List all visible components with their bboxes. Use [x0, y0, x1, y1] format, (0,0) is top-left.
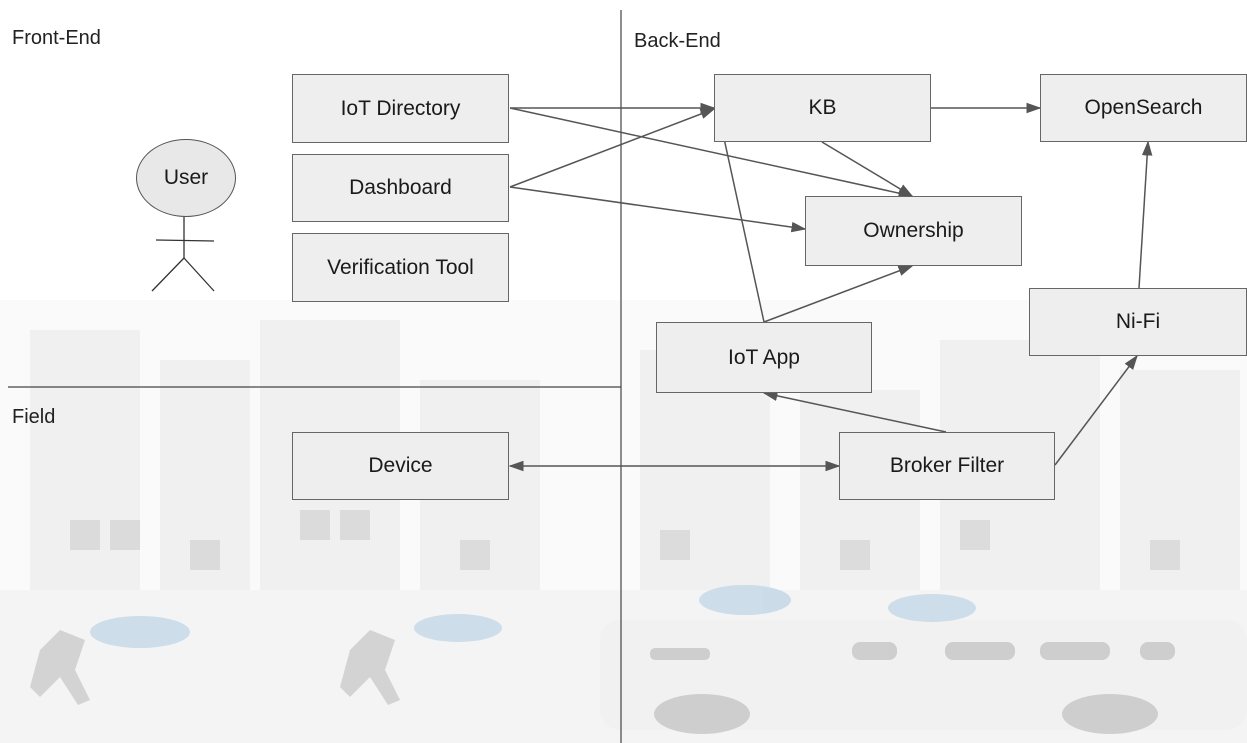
node-device: Device [292, 432, 509, 500]
section-label-back-end: Back-End [634, 30, 721, 52]
user-stick-figure [151, 217, 215, 292]
edge-ni-fi-to-opensearch [1138, 140, 1153, 289]
node-opensearch: OpenSearch [1040, 74, 1247, 142]
edge-dashboard-to-ownership [509, 186, 807, 233]
node-verification-tool: Verification Tool [292, 233, 509, 302]
node-iot-directory: IoT Directory [292, 74, 509, 143]
node-broker-filter: Broker Filter [839, 432, 1055, 500]
edge-iot-app-to-ownership [763, 265, 914, 323]
edge-iot-directory-to-ownership [509, 107, 914, 199]
edge-dashboard-to-kb [509, 108, 716, 188]
node-ownership: Ownership [805, 196, 1022, 266]
section-label-front-end: Front-End [12, 27, 101, 49]
edge-kb-to-ownership [821, 141, 914, 197]
section-label-field: Field [12, 406, 56, 428]
node-iot-app: IoT App [656, 322, 872, 393]
user-actor: User [136, 139, 236, 217]
edge-broker-filter-to-ni-fi [1054, 354, 1138, 466]
edge-iot-app-to-kb [717, 118, 765, 323]
node-dashboard: Dashboard [292, 154, 509, 222]
node-kb: KB [714, 74, 931, 142]
edge-broker-filter-to-iot-app [762, 390, 947, 433]
node-ni-fi: Ni-Fi [1029, 288, 1247, 356]
